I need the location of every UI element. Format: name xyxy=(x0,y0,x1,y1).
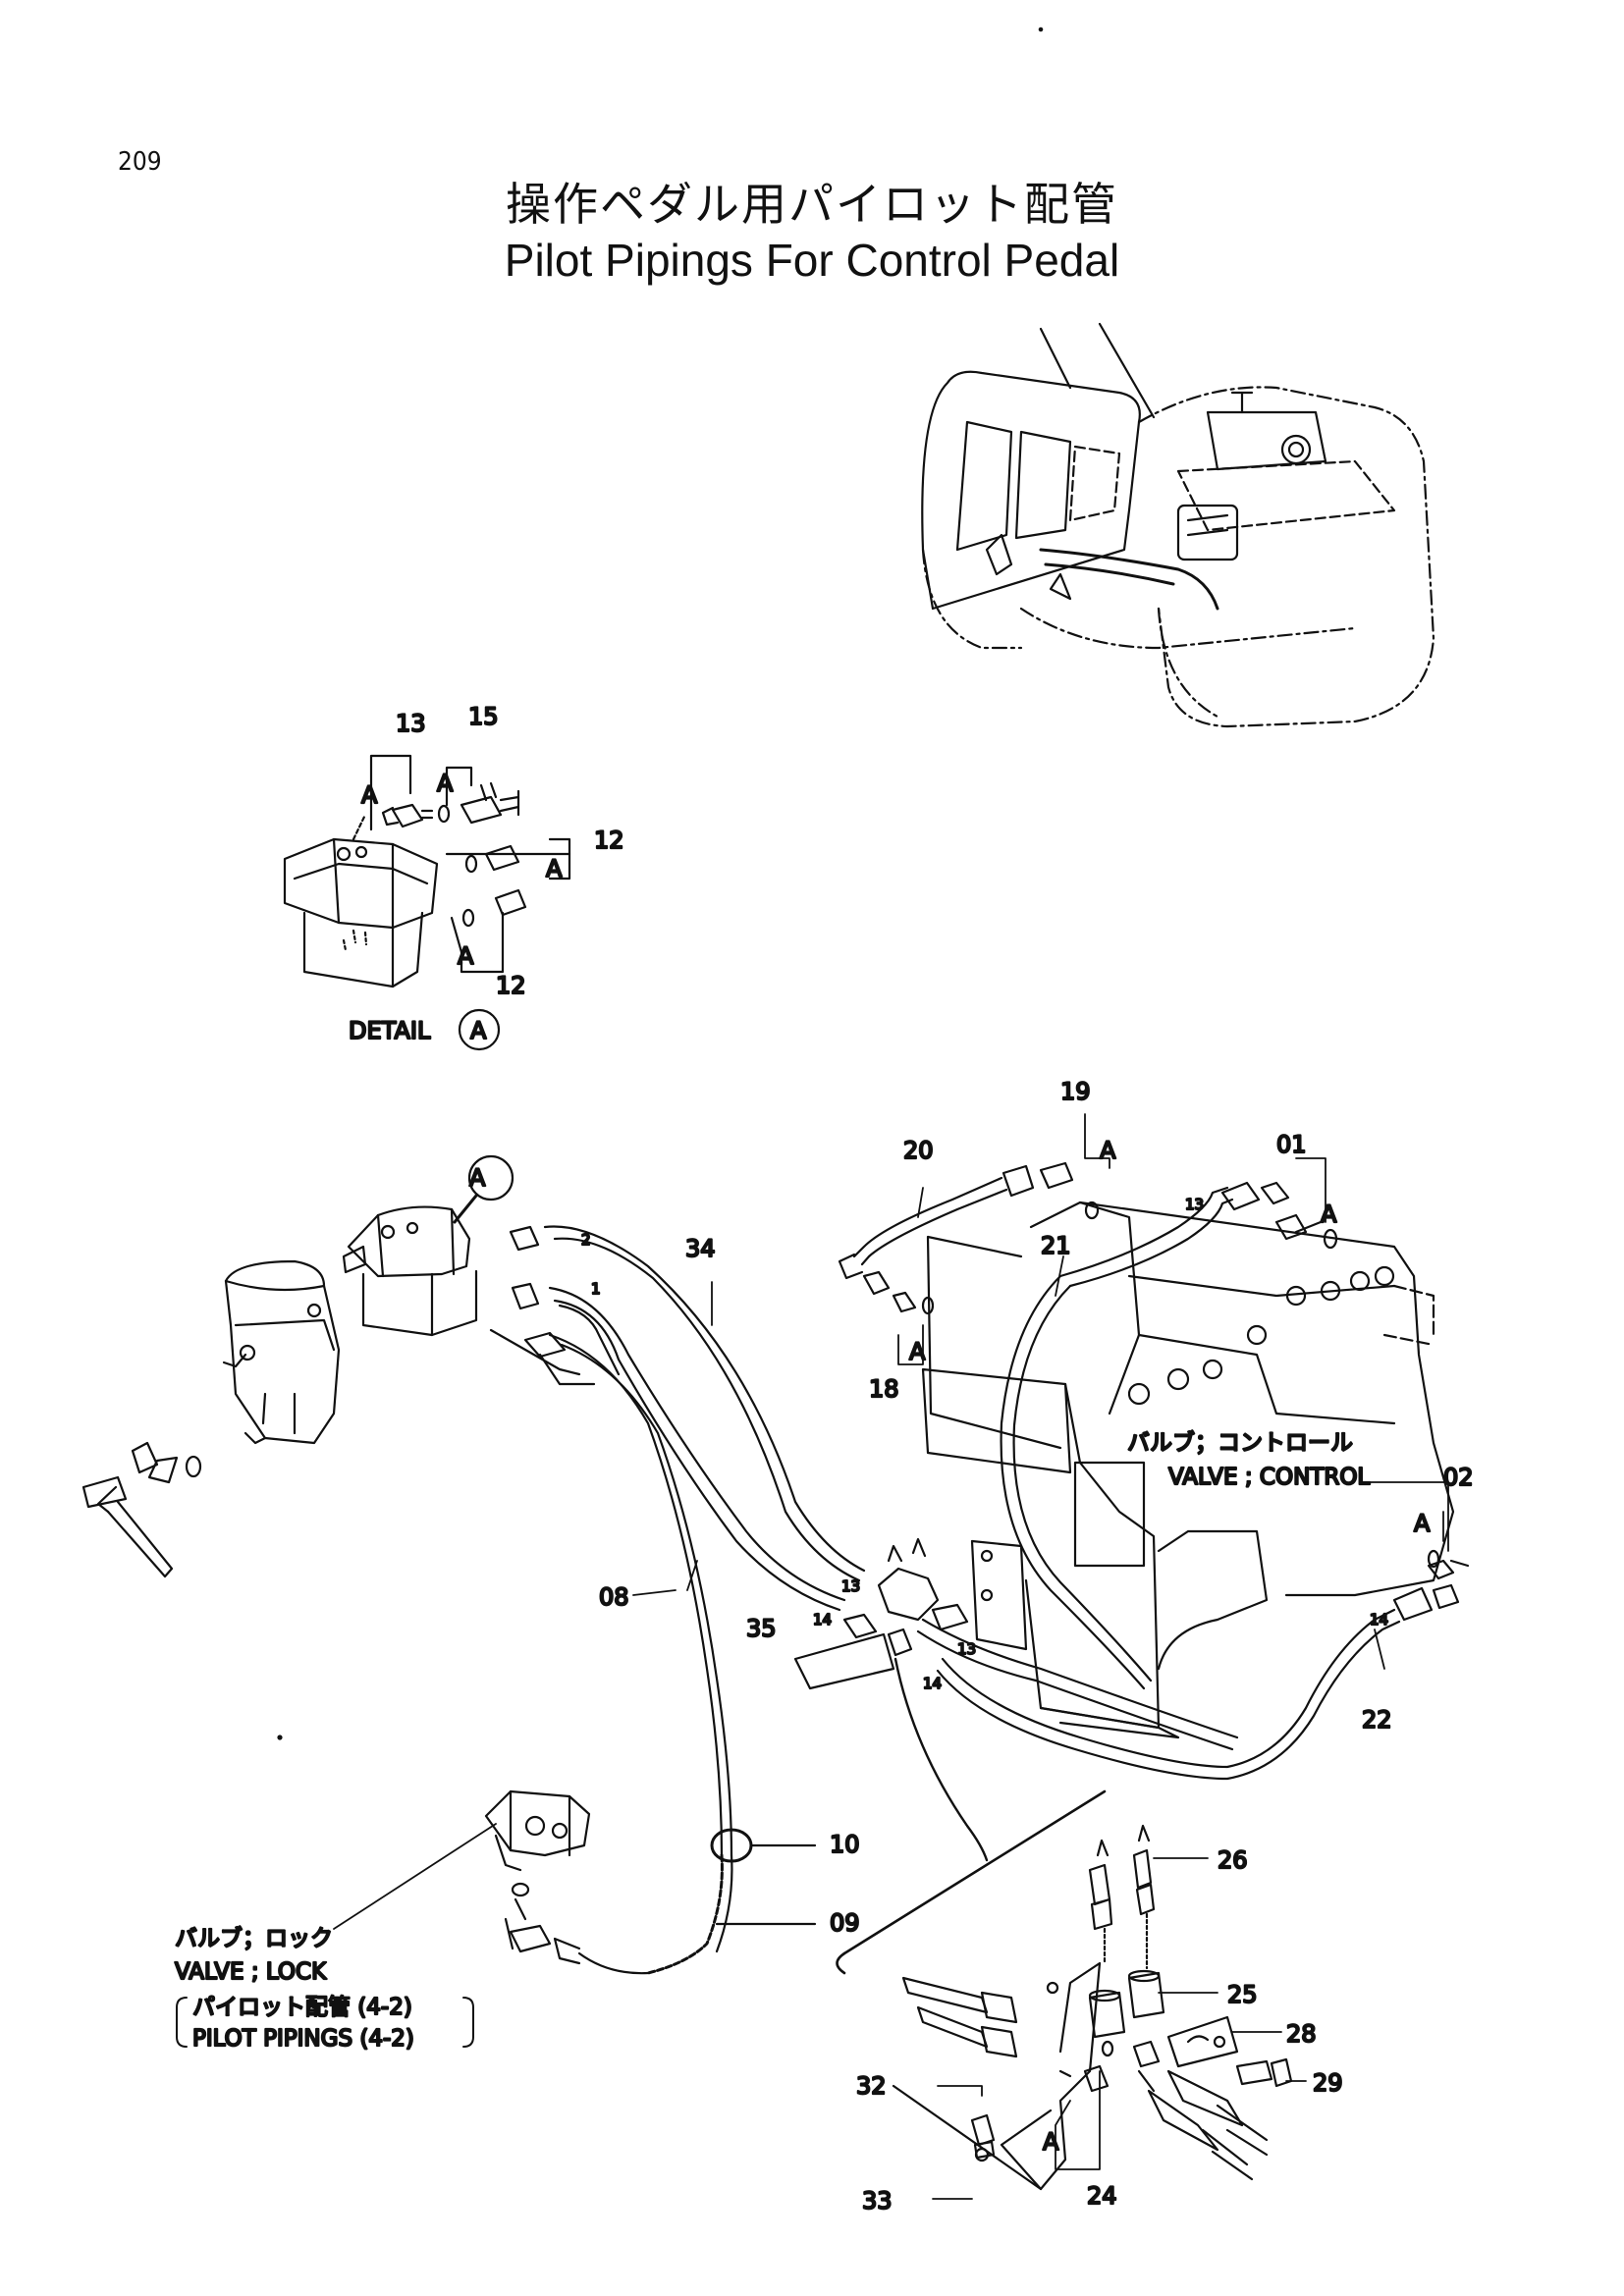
main-leaders xyxy=(686,1113,1449,1670)
port-label-a: A xyxy=(1414,1510,1431,1537)
part-number-28: 28 xyxy=(1286,2020,1317,2048)
port-label-a: A xyxy=(458,942,474,970)
port-mark-14: 14 xyxy=(923,1675,942,1692)
part-number-02: 02 xyxy=(1443,1464,1474,1491)
pilot-pipings-ref-jp: パイロット配管 (4-2) xyxy=(192,1995,412,2020)
port-label-a: A xyxy=(1321,1201,1337,1228)
part-number-18: 18 xyxy=(869,1375,899,1403)
page-number: 209 xyxy=(118,147,162,177)
part-number-01: 01 xyxy=(1276,1131,1307,1158)
part-number-19: 19 xyxy=(1060,1078,1091,1105)
port-label-a: A xyxy=(1100,1137,1116,1164)
part-number-20: 20 xyxy=(903,1137,934,1164)
part-number-12-lower: 12 xyxy=(496,972,526,999)
part-number-09: 09 xyxy=(830,1909,860,1937)
port-label-a: A xyxy=(546,855,563,882)
callout-circle-a xyxy=(467,1154,514,1201)
page-title-english: Pilot Pipings For Control Pedal xyxy=(504,235,1120,286)
valve-lock-label-en: VALVE ; LOCK xyxy=(175,1959,327,1985)
detail-a-illustration xyxy=(283,754,571,988)
port-mark-13: 13 xyxy=(1185,1196,1204,1213)
part-number-10: 10 xyxy=(830,1831,860,1858)
port-label-a: A xyxy=(361,781,378,809)
valve-lock-label-jp: バルブ；ロック xyxy=(175,1926,333,1951)
main-assembly-illustration xyxy=(81,1154,1470,1975)
pilot-pipings-ref-en: PILOT PIPINGS (4-2) xyxy=(192,2026,414,2052)
part-number-29: 29 xyxy=(1313,2069,1343,2097)
part-number-25: 25 xyxy=(1227,1981,1258,2008)
excavator-overview-illustration xyxy=(921,322,1435,728)
part-number-32: 32 xyxy=(856,2072,887,2100)
port-label-a: A xyxy=(437,770,454,797)
port-mark-2: 2 xyxy=(581,1231,591,1249)
valve-control-label-en: VALVE ; CONTROL xyxy=(1168,1465,1370,1490)
detail-callout-circle xyxy=(458,1008,501,1051)
part-number-33: 33 xyxy=(862,2187,893,2215)
port-label-a: A xyxy=(909,1338,926,1365)
detail-callout-letter: A xyxy=(470,1017,487,1044)
part-number-35: 35 xyxy=(746,1615,777,1642)
part-number-15: 15 xyxy=(468,703,499,730)
detail-caption: DETAIL xyxy=(349,1017,431,1044)
part-number-34: 34 xyxy=(685,1235,716,1262)
part-number-26: 26 xyxy=(1218,1846,1248,1874)
part-number-21: 21 xyxy=(1041,1232,1071,1259)
port-mark-14: 14 xyxy=(813,1611,832,1629)
part-number-22: 22 xyxy=(1362,1706,1392,1734)
port-mark-1: 1 xyxy=(591,1280,601,1298)
part-number-13-detail: 13 xyxy=(396,710,426,737)
manifold-leaders xyxy=(932,1857,1307,2200)
page-title-japanese: 操作ペダル用パイロット配管 xyxy=(506,178,1118,231)
manifold-enlarged-illustration xyxy=(892,1824,1293,2191)
port-mark-14: 14 xyxy=(1370,1611,1388,1629)
part-number-24: 24 xyxy=(1087,2182,1117,2210)
part-number-12-upper: 12 xyxy=(594,827,624,854)
port-mark-13: 13 xyxy=(841,1577,860,1595)
valve-control-label-jp: バルブ；コントロール xyxy=(1127,1430,1353,1456)
callout-letter-a: A xyxy=(469,1164,486,1192)
port-label-a: A xyxy=(1043,2128,1059,2156)
port-mark-13: 13 xyxy=(957,1640,976,1658)
part-number-08: 08 xyxy=(599,1583,629,1611)
